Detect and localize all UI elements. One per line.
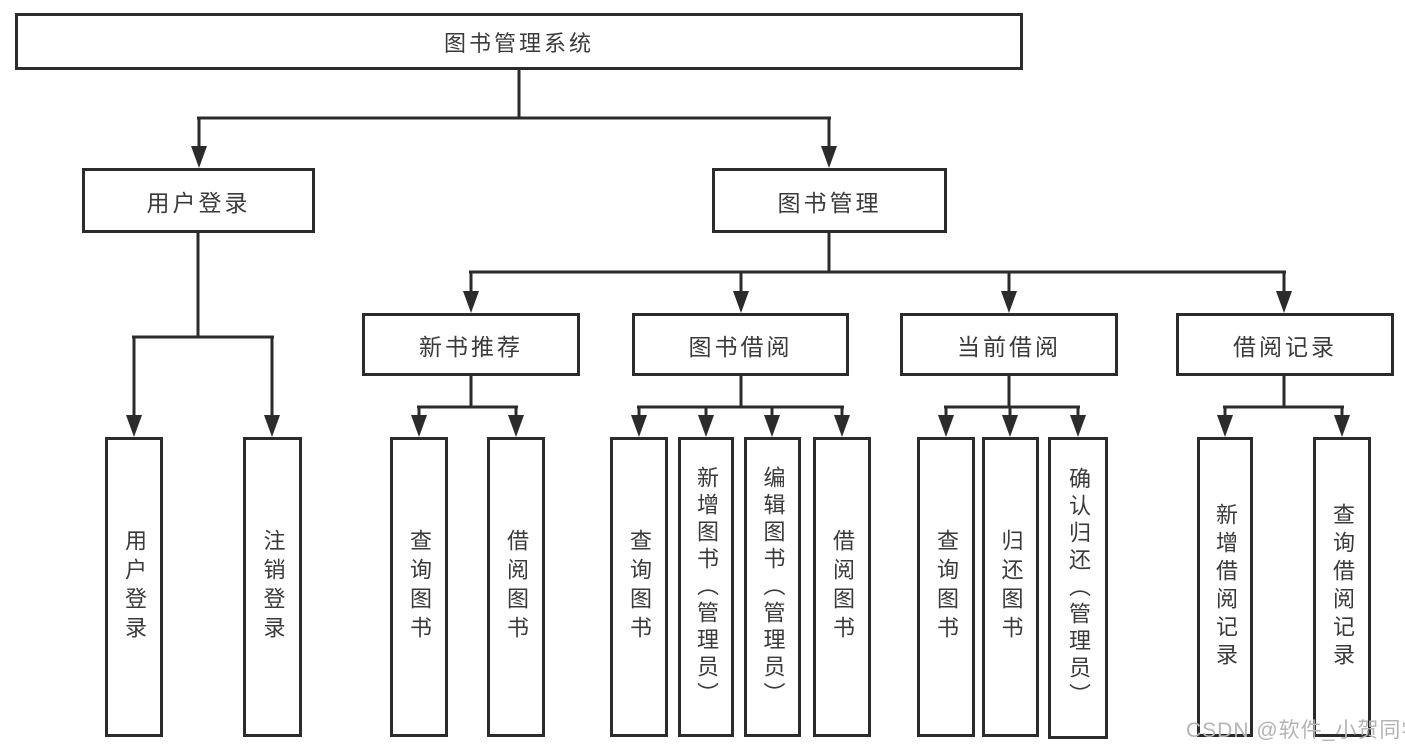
leaf-borrow-books-recommend: 借阅图书 [487, 437, 545, 737]
leaf-logout: 注销登录 [243, 437, 302, 737]
node-user-login-group: 用户登录 [82, 168, 315, 233]
node-root-system: 图书管理系统 [15, 13, 1023, 70]
leaf-borrow-books: 借阅图书 [813, 437, 871, 737]
node-current-borrowing: 当前借阅 [900, 313, 1118, 376]
connector-current-borrow-children [938, 376, 1086, 437]
connector-root-to-level2 [191, 70, 837, 168]
leaf-add-borrow-record: 新增借阅记录 [1197, 437, 1253, 737]
leaf-query-books-current: 查询图书 [917, 437, 975, 737]
leaf-query-books-recommend: 查询图书 [390, 437, 448, 737]
connector-book-mgmt-children [463, 233, 1292, 313]
leaf-confirm-return-admin: 确认归还（管理员） [1048, 437, 1108, 739]
node-new-book-recommendation: 新书推荐 [362, 313, 580, 376]
leaf-query-borrow-record: 查询借阅记录 [1313, 437, 1371, 737]
node-book-borrowing: 图书借阅 [632, 313, 849, 376]
leaf-return-books: 归还图书 [982, 437, 1039, 737]
connector-new-book-rec-children [411, 376, 524, 437]
leaf-user-login: 用户登录 [105, 437, 163, 737]
csdn-watermark: CSDN @软件_小贺同学 [1186, 719, 1405, 742]
connector-book-borrow-children [631, 376, 850, 437]
connector-borrow-records-children [1217, 376, 1350, 437]
node-book-management: 图书管理 [712, 168, 947, 233]
connector-user-login-children [126, 233, 280, 437]
node-borrowing-records: 借阅记录 [1176, 313, 1394, 376]
leaf-query-books-borrow: 查询图书 [610, 437, 668, 737]
leaf-add-books-admin: 新增图书（管理员） [678, 437, 734, 737]
leaf-edit-books-admin: 编辑图书（管理员） [744, 437, 801, 737]
